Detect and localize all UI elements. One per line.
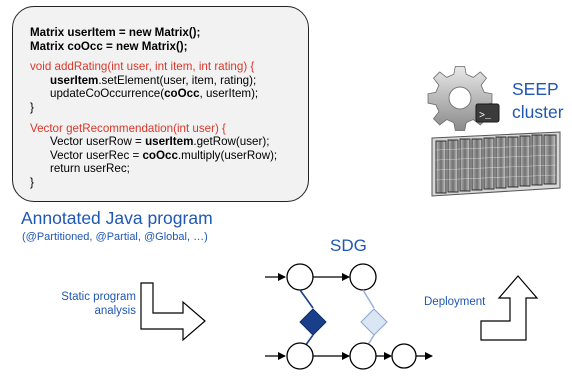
- sdg-partial-node: [360, 308, 388, 336]
- code-line: Vector getRecommendation(int user) {: [30, 122, 277, 136]
- code-token: .setElement(user, item, rating);: [98, 73, 257, 87]
- code-token: (int user) {: [173, 121, 226, 135]
- code-line: void addRating(int user, int item, int r…: [30, 60, 277, 74]
- code-token: }: [30, 100, 34, 114]
- code-box: [12, 6, 309, 202]
- code-token: Vector: [30, 121, 67, 135]
- code-token: return userRec;: [50, 162, 130, 176]
- code-line: userItem.setElement(user, item, rating);: [30, 74, 277, 88]
- sdg-node: [391, 343, 417, 369]
- code-token: (int user, int item, int rating) {: [107, 60, 255, 74]
- gear-terminal-icon: >_: [427, 66, 500, 131]
- sdg-node: [349, 263, 377, 291]
- code-token: userItem: [50, 73, 99, 87]
- svg-text:>_: >_: [479, 111, 492, 122]
- code-token: .getRow(user);: [193, 135, 270, 149]
- sdg-graph: [265, 263, 433, 370]
- code-token: userItem: [145, 135, 194, 149]
- server-rack-icon: [431, 131, 561, 197]
- code-token: void: [30, 60, 55, 74]
- static-label-line2: analysis: [94, 305, 136, 317]
- java-code: Matrix userItem = new Matrix();Matrix co…: [30, 26, 277, 190]
- code-line: Matrix coOcc = new Matrix();: [30, 40, 277, 54]
- code-token: Vector userRec =: [50, 148, 143, 162]
- sdg-title: SDG: [330, 236, 367, 255]
- code-token: Vector userRow =: [50, 135, 146, 149]
- static-analysis-label: Static program analysis: [41, 290, 136, 318]
- code-token: .multiply(userRow);: [177, 148, 278, 162]
- annotations-subtitle: (@Partitioned, @Partial, @Global, …): [22, 231, 208, 243]
- bent-arrow-up-icon: [480, 275, 539, 341]
- code-token: getRecommendation: [66, 121, 174, 135]
- sdg-node: [349, 342, 377, 370]
- code-line: Vector userRec = coOcc.multiply(userRow)…: [30, 149, 277, 163]
- code-token: Matrix userItem = new Matrix();: [30, 26, 201, 39]
- code-line: Vector userRow = userItem.getRow(user);: [30, 135, 277, 149]
- code-line: updateCoOccurrence(coOcc, userItem);: [30, 87, 277, 101]
- code-line: Matrix userItem = new Matrix();: [30, 26, 277, 40]
- code-token: coOcc: [142, 148, 178, 162]
- bent-arrow-right-icon: [140, 282, 206, 342]
- seep-cluster-label: SEEP cluster: [512, 78, 564, 124]
- sdg-partitioned-node: [299, 308, 327, 336]
- static-label-line1: Static program: [61, 291, 136, 303]
- seep-label-line2: cluster: [512, 102, 564, 122]
- code-line: }: [30, 176, 277, 190]
- deployment-label: Deployment: [424, 296, 486, 308]
- code-token: addRating: [54, 60, 108, 74]
- code-token: coOcc: [164, 87, 200, 101]
- code-token: Matrix coOcc = new Matrix();: [30, 39, 188, 53]
- code-token: updateCoOccurrence(: [50, 87, 165, 101]
- code-line: return userRec;: [30, 162, 277, 176]
- sdg-node: [286, 342, 314, 370]
- code-token: , userItem);: [199, 87, 259, 101]
- seep-label-line1: SEEP: [512, 79, 559, 99]
- sdg-node: [286, 263, 314, 291]
- annotated-java-title: Annotated Java program: [21, 208, 213, 228]
- code-token: }: [30, 175, 34, 189]
- code-line: }: [30, 101, 277, 115]
